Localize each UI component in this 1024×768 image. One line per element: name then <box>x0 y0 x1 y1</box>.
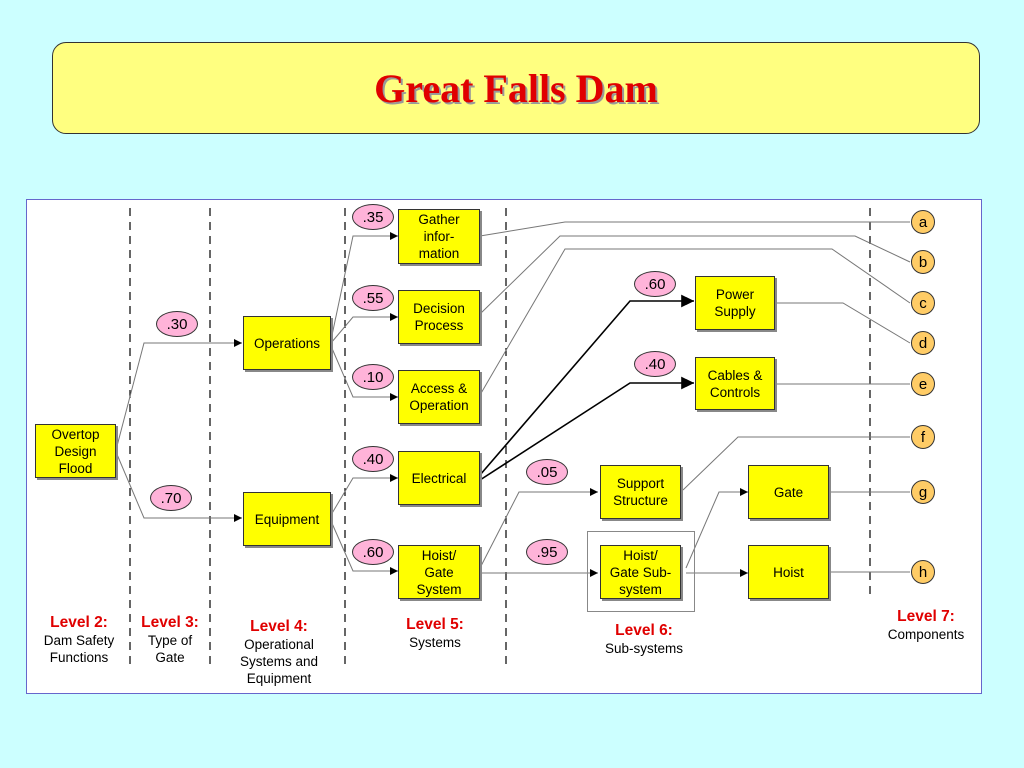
edge-overtop-operations <box>115 339 242 451</box>
node-access-operation: Access & Operation <box>398 370 480 424</box>
level-3-title: Level 3: <box>141 614 199 631</box>
edge-subsystem-gate <box>685 488 748 569</box>
component-g: g <box>911 480 935 504</box>
node-gather-information: Gather infor- mation <box>398 209 480 264</box>
prob-decision: .55 <box>352 285 394 311</box>
level-6-label: Level 6: Sub-systems <box>584 621 704 657</box>
node-electrical: Electrical <box>398 451 480 505</box>
title-banner: Great Falls Dam <box>52 42 980 134</box>
level-2-label: Level 2: Dam Safety Functions <box>30 613 128 666</box>
edge-support-f <box>682 436 910 491</box>
node-cables-controls: Cables & Controls <box>695 357 775 410</box>
node-hoist-gate-system: Hoist/ Gate System <box>398 545 480 599</box>
node-hoist-gate-subsystem: Hoist/ Gate Sub- system <box>600 545 681 599</box>
edge-access-c <box>479 248 911 396</box>
node-decision-process: Decision Process <box>398 290 480 344</box>
prob-support-structure: .05 <box>526 459 568 485</box>
level-7-desc: Components <box>887 627 965 642</box>
page-title: Great Falls Dam <box>374 65 658 111</box>
level-dividers <box>129 208 871 668</box>
component-c: c <box>911 291 935 315</box>
edge-operations-decision <box>330 313 398 344</box>
node-support-structure: Support Structure <box>600 465 681 519</box>
level-5-title: Level 5: <box>406 616 464 633</box>
edge-overtop-equipment <box>115 451 242 522</box>
level-6-desc: Sub-systems <box>604 641 684 656</box>
prob-equipment: .70 <box>150 485 192 511</box>
component-f: f <box>911 425 935 449</box>
prob-gather: .35 <box>352 204 394 230</box>
level-4-desc: Operational Systems and Equipment <box>239 637 319 686</box>
level-7-label: Level 7: Components <box>872 607 980 643</box>
edge-electrical-cables-bold <box>479 376 694 481</box>
edge-hoistgate-support <box>479 488 598 569</box>
node-equipment: Equipment <box>243 492 331 546</box>
bold-connectors <box>479 294 694 481</box>
prob-power-supply: .60 <box>634 271 676 297</box>
component-a: a <box>911 210 935 234</box>
component-d: d <box>911 331 935 355</box>
level-3-desc: Type of Gate <box>147 633 193 665</box>
edge-equipment-electrical <box>330 474 398 516</box>
node-hoist: Hoist <box>748 545 829 599</box>
node-power-supply: Power Supply <box>695 276 775 330</box>
prob-cables-controls: .40 <box>634 351 676 377</box>
level-5-desc: Systems <box>409 635 461 650</box>
edge-electrical-powersupply-bold <box>479 294 694 476</box>
prob-hoist-gate-system: .60 <box>352 539 394 565</box>
node-overtop-design-flood: Overtop Design Flood <box>35 424 116 478</box>
level-4-label: Level 4: Operational Systems and Equipme… <box>214 617 344 687</box>
component-h: h <box>911 560 935 584</box>
prob-electrical: .40 <box>352 446 394 472</box>
level-5-label: Level 5: Systems <box>382 615 488 651</box>
subsystem-frame <box>587 531 695 612</box>
level-2-desc: Dam Safety Functions <box>43 633 115 665</box>
edge-equipment-hoistgate <box>330 520 398 575</box>
edge-electrical-powersupply <box>479 297 694 476</box>
level-4-title: Level 4: <box>250 618 308 635</box>
edge-operations-access <box>330 345 398 401</box>
component-e: e <box>911 372 935 396</box>
level-7-title: Level 7: <box>897 608 955 625</box>
level-6-title: Level 6: <box>615 622 673 639</box>
edge-gather-a <box>479 221 910 237</box>
prob-access: .10 <box>352 364 394 390</box>
tree-connectors <box>115 221 911 577</box>
edge-power-d <box>775 302 911 344</box>
component-b: b <box>911 250 935 274</box>
edge-operations-gather <box>330 232 398 341</box>
level-2-title: Level 2: <box>50 614 108 631</box>
edge-decision-b <box>479 235 911 315</box>
node-operations: Operations <box>243 316 331 370</box>
node-gate: Gate <box>748 465 829 519</box>
level-3-label: Level 3: Type of Gate <box>132 613 208 666</box>
prob-operations: .30 <box>156 311 198 337</box>
prob-hoist-gate-subsystem: .95 <box>526 539 568 565</box>
